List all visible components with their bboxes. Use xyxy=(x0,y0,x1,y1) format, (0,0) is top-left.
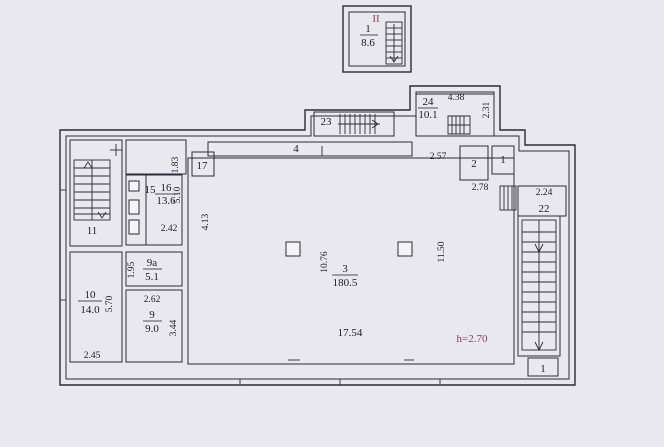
room-10: 10 14.0 5.70 2.45 xyxy=(69,251,123,363)
room-23: 23 xyxy=(313,111,395,137)
stair-icon xyxy=(499,185,517,211)
toilet-icon xyxy=(128,219,140,235)
dim-1-95: 1.95 xyxy=(127,261,137,278)
dim-10-76: 10.76 xyxy=(320,251,330,273)
column xyxy=(285,241,301,257)
room-9-area: 9.0 xyxy=(145,323,159,335)
dim-2-57: 2.57 xyxy=(430,152,447,162)
room-17-number: 17 xyxy=(197,160,209,172)
stair-icon xyxy=(447,115,471,135)
room-4-number: 4 xyxy=(293,143,299,155)
room-24-area: 10.1 xyxy=(418,109,437,121)
room-1-top-number: 1 xyxy=(365,23,371,35)
dim-4-13: 4.13 xyxy=(201,213,211,230)
floor-label: II xyxy=(372,13,380,25)
room-10-area: 14.0 xyxy=(80,304,100,316)
room-4: 4 xyxy=(207,141,413,157)
dim-4-38: 4.38 xyxy=(448,93,465,103)
stair-icon xyxy=(385,21,403,65)
room-9a: 1.95 9a 5.1 xyxy=(125,251,183,287)
stair-icon xyxy=(338,114,380,134)
dim-1-83: 1.83 xyxy=(171,156,181,173)
room-10-number: 10 xyxy=(85,289,97,301)
room-16-number: 16 xyxy=(161,182,173,194)
dim-2-24: 2.24 xyxy=(536,188,553,198)
dim-3-44: 3.44 xyxy=(169,319,179,336)
dim-17-54: 17.54 xyxy=(338,327,363,339)
ceiling-height: h=2.70 xyxy=(457,333,488,345)
room-2-number: 2 xyxy=(471,158,477,170)
floor-ii-inset: II 1 8.6 xyxy=(342,5,412,73)
room-9: 2.62 9 9.0 3.44 xyxy=(125,289,183,363)
room-17: 17 xyxy=(191,151,215,177)
room-11-number: 11 xyxy=(87,225,98,237)
dim-5-70: 5.70 xyxy=(105,295,115,312)
dim-2-62: 2.62 xyxy=(144,295,161,305)
room-3: 4.13 10.76 3 180.5 11.50 17.54 h=2.70 xyxy=(187,157,515,365)
room-24-number: 24 xyxy=(423,96,435,108)
dim-2-45: 2.45 xyxy=(84,351,101,361)
room-9a-area: 5.1 xyxy=(145,271,159,283)
room-1-top-area: 8.6 xyxy=(361,37,375,49)
column xyxy=(397,241,413,257)
room-16: 15 16 13.6 5.10 1.83 2.42 xyxy=(125,139,187,246)
toilet-icon xyxy=(128,180,140,192)
room-2: 2 xyxy=(459,145,489,181)
dim-2-78: 2.78 xyxy=(472,183,489,193)
dim-2-31: 2.31 xyxy=(482,101,492,118)
stair-icon xyxy=(521,219,557,352)
dim-5-10: 5.10 xyxy=(173,186,183,203)
dim-11-50: 11.50 xyxy=(437,241,447,262)
room-23-number: 23 xyxy=(321,116,333,128)
room-15-number: 15 xyxy=(145,184,157,196)
building-outline xyxy=(59,85,576,386)
room-11: 11 xyxy=(69,139,123,247)
room-3-area: 180.5 xyxy=(333,277,358,289)
room-22-number: 22 xyxy=(539,203,550,215)
toilet-icon xyxy=(128,199,140,215)
room-1c: 1 xyxy=(527,357,559,377)
room-9-number: 9 xyxy=(149,309,155,321)
room-16-area: 13.6 xyxy=(156,195,176,207)
room-3-number: 3 xyxy=(342,263,348,275)
room-22: 2.24 22 xyxy=(499,185,567,357)
room-1b: 1 xyxy=(491,145,515,175)
room-1b-number: 1 xyxy=(500,154,506,166)
dim-2-42: 2.42 xyxy=(161,224,178,234)
stair-icon xyxy=(73,159,111,221)
room-9a-number: 9a xyxy=(147,257,158,269)
window-marks xyxy=(60,189,441,385)
room-1c-number: 1 xyxy=(540,363,546,375)
room-24: 24 10.1 4.38 2.31 xyxy=(415,93,495,137)
